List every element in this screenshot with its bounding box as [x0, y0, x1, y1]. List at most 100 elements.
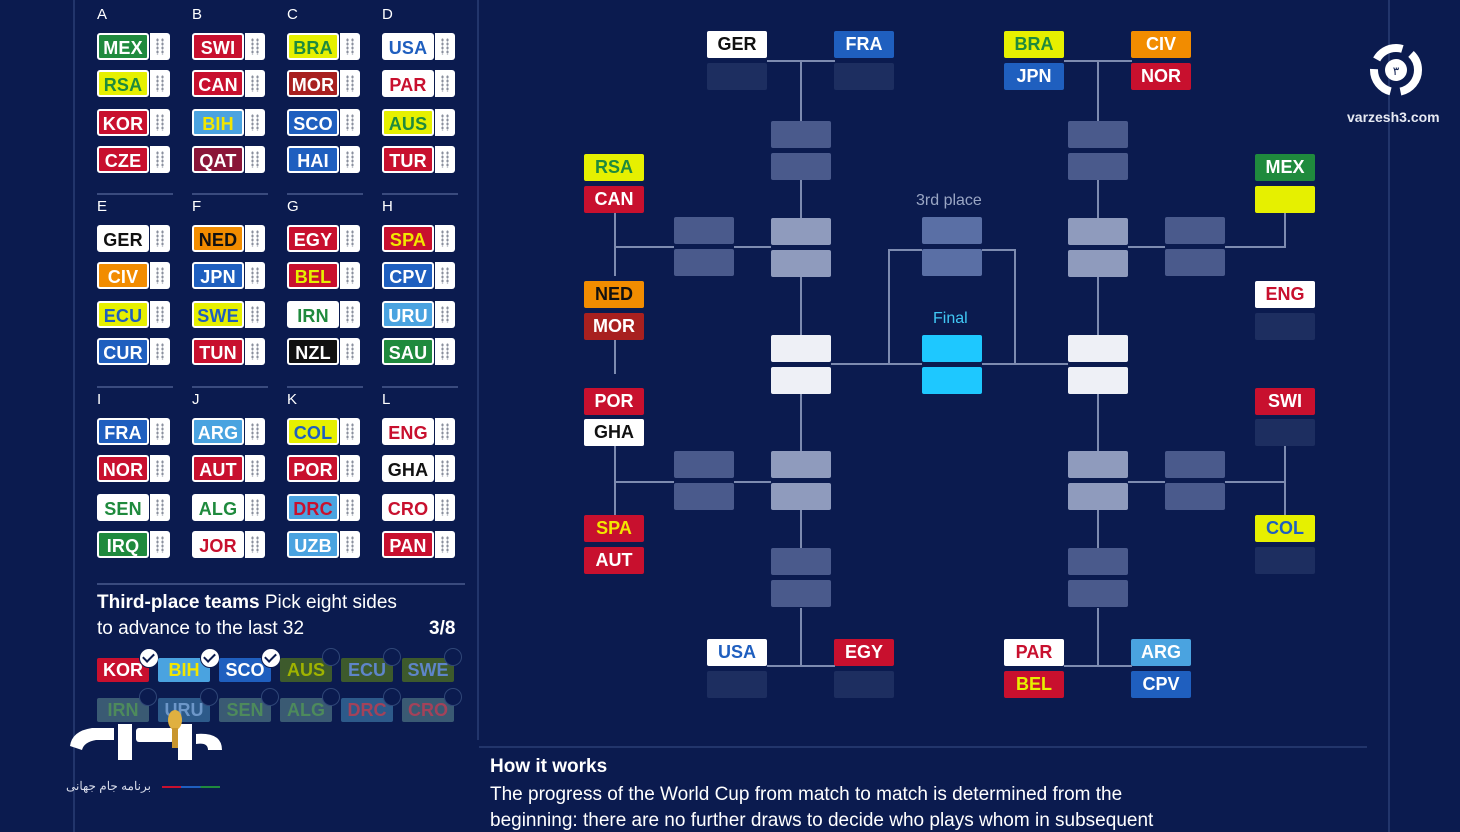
team-tag[interactable]: CUR	[97, 338, 149, 365]
empty-slot[interactable]	[1165, 483, 1225, 510]
drag-handle-icon[interactable]	[435, 301, 455, 328]
bracket-team[interactable]: USA	[707, 639, 767, 666]
team-tag[interactable]: NZL	[287, 338, 339, 365]
empty-slot[interactable]	[674, 451, 734, 478]
empty-slot[interactable]	[834, 63, 894, 90]
team-tag[interactable]: MOR	[287, 70, 339, 97]
empty-slot[interactable]	[1068, 483, 1128, 510]
empty-slot[interactable]	[707, 671, 767, 698]
empty-slot[interactable]	[1068, 153, 1128, 180]
bracket-team[interactable]: FRA	[834, 31, 894, 58]
team-tag[interactable]: CZE	[97, 146, 149, 173]
team-tag[interactable]: QAT	[192, 146, 244, 173]
team-tag[interactable]: TUR	[382, 146, 434, 173]
empty-slot[interactable]	[674, 249, 734, 276]
empty-slot[interactable]	[771, 153, 831, 180]
drag-handle-icon[interactable]	[435, 262, 455, 289]
empty-slot[interactable]	[771, 250, 831, 277]
drag-handle-icon[interactable]	[245, 70, 265, 97]
empty-slot[interactable]	[771, 367, 831, 394]
empty-slot[interactable]	[674, 217, 734, 244]
drag-handle-icon[interactable]	[150, 70, 170, 97]
team-tag[interactable]: SPA	[382, 225, 434, 252]
team-tag[interactable]: RSA	[97, 70, 149, 97]
empty-slot[interactable]	[1068, 121, 1128, 148]
check-icon[interactable]	[200, 648, 220, 668]
bracket-team[interactable]: CIV	[1131, 31, 1191, 58]
team-tag[interactable]: SWE	[192, 301, 244, 328]
team-tag[interactable]: CRO	[382, 494, 434, 521]
team-tag[interactable]: CIV	[97, 262, 149, 289]
drag-handle-icon[interactable]	[150, 338, 170, 365]
unselected-circle-icon[interactable]	[322, 648, 340, 666]
drag-handle-icon[interactable]	[435, 494, 455, 521]
drag-handle-icon[interactable]	[150, 225, 170, 252]
drag-handle-icon[interactable]	[150, 418, 170, 445]
team-tag[interactable]: IRN	[287, 301, 339, 328]
bracket-team[interactable]: GER	[707, 31, 767, 58]
bracket-team[interactable]: SPA	[584, 515, 644, 542]
team-tag[interactable]: ALG	[192, 494, 244, 521]
bracket-team[interactable]: POR	[584, 388, 644, 415]
empty-slot[interactable]	[771, 451, 831, 478]
drag-handle-icon[interactable]	[150, 109, 170, 136]
bracket-team[interactable]: NOR	[1131, 63, 1191, 90]
empty-slot[interactable]	[1255, 186, 1315, 213]
bracket-team[interactable]: AUT	[584, 547, 644, 574]
bracket-team[interactable]: BEL	[1004, 671, 1064, 698]
team-tag[interactable]: ENG	[382, 418, 434, 445]
empty-slot[interactable]	[771, 580, 831, 607]
team-tag[interactable]: CAN	[192, 70, 244, 97]
drag-handle-icon[interactable]	[340, 70, 360, 97]
bracket-team[interactable]: GHA	[584, 419, 644, 446]
bracket-team[interactable]: ENG	[1255, 281, 1315, 308]
bracket-team[interactable]: CAN	[584, 186, 644, 213]
empty-slot[interactable]	[771, 483, 831, 510]
team-tag[interactable]: JOR	[192, 531, 244, 558]
empty-slot[interactable]	[1255, 313, 1315, 340]
bracket-team[interactable]: EGY	[834, 639, 894, 666]
drag-handle-icon[interactable]	[340, 418, 360, 445]
bracket-team[interactable]: ARG	[1131, 639, 1191, 666]
team-tag[interactable]: AUS	[382, 109, 434, 136]
team-tag[interactable]: DRC	[287, 494, 339, 521]
drag-handle-icon[interactable]	[150, 262, 170, 289]
team-tag[interactable]: ARG	[192, 418, 244, 445]
bracket-team[interactable]: BRA	[1004, 31, 1064, 58]
drag-handle-icon[interactable]	[150, 301, 170, 328]
empty-slot[interactable]	[1165, 451, 1225, 478]
empty-slot[interactable]	[922, 335, 982, 362]
drag-handle-icon[interactable]	[245, 531, 265, 558]
drag-handle-icon[interactable]	[245, 33, 265, 60]
team-tag[interactable]: IRQ	[97, 531, 149, 558]
drag-handle-icon[interactable]	[245, 338, 265, 365]
drag-handle-icon[interactable]	[245, 301, 265, 328]
empty-slot[interactable]	[707, 63, 767, 90]
bracket-team[interactable]: JPN	[1004, 63, 1064, 90]
team-tag[interactable]: BIH	[192, 109, 244, 136]
empty-slot[interactable]	[922, 367, 982, 394]
team-tag[interactable]: PAN	[382, 531, 434, 558]
empty-slot[interactable]	[834, 671, 894, 698]
empty-slot[interactable]	[1165, 217, 1225, 244]
empty-slot[interactable]	[1068, 580, 1128, 607]
empty-slot[interactable]	[1068, 335, 1128, 362]
drag-handle-icon[interactable]	[435, 146, 455, 173]
drag-handle-icon[interactable]	[150, 146, 170, 173]
empty-slot[interactable]	[771, 218, 831, 245]
drag-handle-icon[interactable]	[340, 455, 360, 482]
drag-handle-icon[interactable]	[435, 338, 455, 365]
empty-slot[interactable]	[1068, 218, 1128, 245]
bracket-team[interactable]: NED	[584, 281, 644, 308]
team-tag[interactable]: EGY	[287, 225, 339, 252]
drag-handle-icon[interactable]	[340, 531, 360, 558]
empty-slot[interactable]	[1068, 367, 1128, 394]
third-place-chip[interactable]: ECU	[341, 658, 393, 682]
bracket-team[interactable]: RSA	[584, 154, 644, 181]
drag-handle-icon[interactable]	[340, 146, 360, 173]
drag-handle-icon[interactable]	[435, 109, 455, 136]
team-tag[interactable]: BRA	[287, 33, 339, 60]
unselected-circle-icon[interactable]	[200, 688, 218, 706]
bracket-team[interactable]: COL	[1255, 515, 1315, 542]
team-tag[interactable]: JPN	[192, 262, 244, 289]
